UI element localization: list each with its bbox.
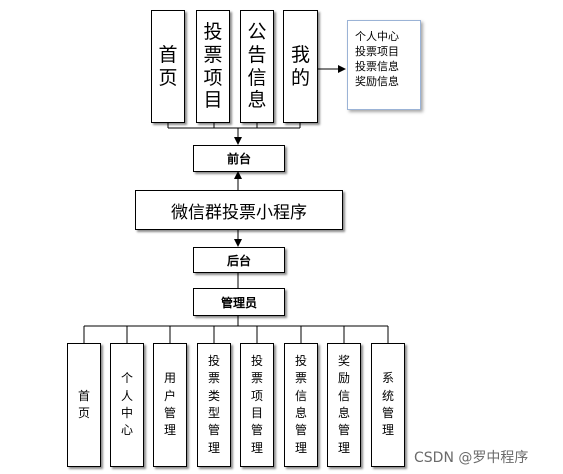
back-hub-box: 后台 [193, 247, 285, 273]
back-item-user-management: 用户管理 [153, 343, 187, 467]
front-item-label: 投票项目 [203, 20, 223, 112]
back-item-reward-info-management: 奖励信息管理 [327, 343, 361, 467]
back-item-label: 首页 [78, 388, 91, 420]
submenu-item: 投票信息 [355, 60, 399, 73]
back-item-vote-type-management: 投票类型管理 [197, 343, 231, 467]
my-submenu-box: 个人中心 投票项目 投票信息 奖励信息 [347, 20, 421, 110]
back-item-personal-center: 个人中心 [110, 343, 144, 467]
back-item-vote-info-management: 投票信息管理 [284, 343, 318, 467]
app-name-label: 微信群投票小程序 [171, 202, 307, 223]
admin-box: 管理员 [193, 288, 285, 316]
back-item-label: 奖励信息管理 [338, 353, 351, 455]
front-item-home: 首页 [151, 10, 185, 123]
front-item-label: 公告信息 [247, 20, 267, 112]
back-item-system-management: 系统管理 [371, 343, 405, 467]
back-item-vote-project-management: 投票项目管理 [240, 343, 274, 467]
back-item-label: 个人中心 [121, 371, 134, 438]
admin-label: 管理员 [220, 295, 257, 310]
back-item-home: 首页 [67, 343, 101, 467]
watermark: CSDN @罗中程序 [414, 450, 529, 466]
front-item-announcements: 公告信息 [240, 10, 274, 123]
back-item-label: 投票信息管理 [295, 353, 308, 455]
front-item-label: 我的 [291, 43, 311, 89]
submenu-item: 奖励信息 [355, 75, 399, 88]
app-name-box: 微信群投票小程序 [135, 190, 343, 230]
front-item-vote-projects: 投票项目 [196, 10, 230, 123]
back-item-label: 投票项目管理 [251, 353, 264, 455]
back-item-label: 投票类型管理 [208, 353, 221, 455]
back-item-label: 用户管理 [164, 371, 177, 438]
front-item-mine: 我的 [283, 10, 318, 123]
front-hub-box: 前台 [193, 145, 285, 172]
back-item-label: 系统管理 [382, 371, 395, 438]
submenu-item: 投票项目 [355, 45, 399, 58]
submenu-item: 个人中心 [355, 30, 399, 43]
back-hub-label: 后台 [226, 253, 251, 268]
front-item-label: 首页 [158, 43, 178, 89]
front-hub-label: 前台 [226, 152, 251, 166]
